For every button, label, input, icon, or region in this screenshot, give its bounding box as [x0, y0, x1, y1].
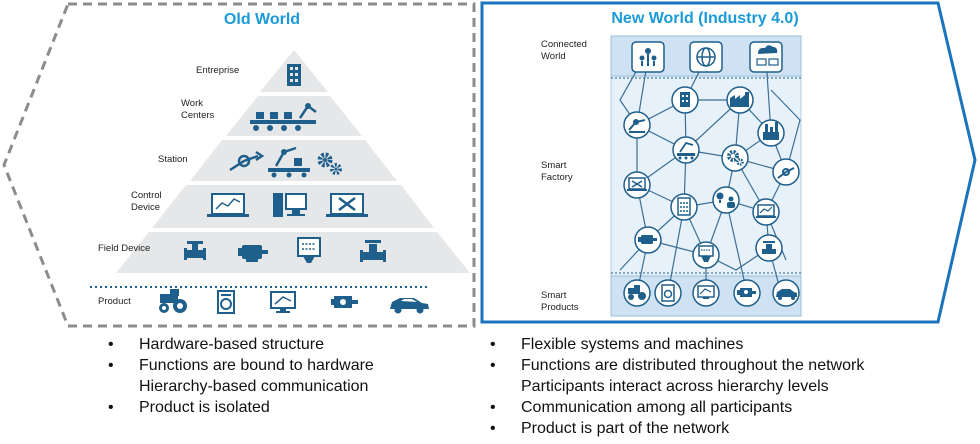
building-icon	[287, 64, 301, 86]
gears-icon	[317, 152, 342, 175]
pyramid	[116, 50, 470, 273]
bullet-marker: •	[108, 336, 114, 353]
motor-icon	[638, 235, 657, 244]
bullet-text: Flexible systems and machines	[521, 336, 744, 353]
pyramid-band-field-device	[116, 232, 470, 273]
factory-icon	[730, 92, 749, 107]
people-network-icon	[639, 48, 657, 66]
network-node-gears	[721, 144, 749, 172]
network-tile-cloud	[749, 41, 783, 73]
calculator-icon	[677, 197, 691, 216]
valve-icon	[184, 241, 206, 260]
engine-icon	[737, 288, 756, 297]
car-icon	[390, 298, 429, 314]
laptop-tools-icon	[326, 193, 368, 217]
connected-world-nodes	[631, 41, 783, 73]
pyramid-band-station	[190, 140, 397, 181]
new-world-bullet-list: • Flexible systems and machines • Function…	[490, 334, 864, 439]
old-world-bullet-list: • Hardware-based structure • Functions are…	[108, 334, 374, 418]
old-world-bullet: • Hardware-based structure	[108, 334, 374, 355]
bullet-text: Functions are bound to hardware	[139, 357, 374, 374]
robot-arm-icon	[229, 150, 265, 172]
washing-machine-icon	[217, 290, 235, 314]
bullet-marker: •	[490, 399, 496, 416]
building-icon	[680, 92, 690, 107]
bullet-marker: •	[490, 357, 496, 374]
new-world-bullet: • Communication among all participants	[490, 397, 864, 418]
monitor-icon	[270, 291, 296, 313]
old-world-bullet: • Product is isolated	[108, 397, 374, 418]
new-world-bullet: • Flexible systems and machines	[490, 334, 864, 355]
old-world-bullet: Hierarchy-based communication	[108, 376, 374, 397]
bullet-text: Communication among all participants	[521, 399, 793, 416]
tractor-icon	[628, 285, 646, 300]
new-world-bullet: • Product is part of the network	[490, 418, 864, 439]
bullet-text: Product is part of the network	[521, 420, 730, 437]
level-label-station: Station	[158, 154, 188, 165]
level-label-product: Product	[98, 296, 131, 307]
motor-icon	[238, 245, 268, 262]
bullet-text: Hardware-based structure	[139, 336, 324, 353]
smart-factory-nodes	[623, 86, 800, 269]
bullet-marker: •	[108, 357, 114, 374]
bullet-marker: •	[490, 420, 496, 437]
old-world-title: Old World	[224, 11, 300, 28]
laptop-chart-icon	[756, 204, 776, 218]
network-link	[725, 157, 768, 214]
assembly-line-icon	[677, 141, 695, 160]
bullet-text: Hierarchy-based communication	[139, 378, 369, 395]
car-icon	[776, 289, 797, 300]
sensor-panel-icon	[698, 245, 714, 262]
gears-icon	[727, 150, 744, 166]
engine-icon	[331, 296, 358, 308]
conveyor-robot-icon	[268, 146, 310, 178]
network-link	[619, 199, 782, 294]
level-label-field-device: Field Device	[98, 243, 150, 254]
level-label-enterprise: Entreprise	[196, 65, 239, 76]
cloud-devices-icon	[756, 45, 779, 66]
network-node-lightbulb-person	[712, 186, 740, 214]
pipe-valve-icon	[360, 240, 386, 262]
bullet-marker: •	[108, 399, 114, 416]
laptop-chart-icon	[207, 193, 249, 217]
tractor-icon	[159, 289, 187, 313]
network-node-robot-arm	[623, 111, 651, 139]
new-world-bullet: Participants interact across hierarchy l…	[490, 376, 864, 397]
old-world-bullet: • Functions are bound to hardware	[108, 355, 374, 376]
pyramid-band-work-centers	[226, 96, 362, 136]
monitor-icon	[697, 285, 715, 299]
old-world-frame	[2, 2, 476, 328]
pipe-valve-icon	[762, 241, 776, 254]
laptop-tools-icon	[627, 177, 647, 191]
lightbulb-person-icon	[716, 192, 735, 208]
plant-icon	[763, 122, 779, 140]
washing-machine-icon	[661, 284, 675, 302]
bullet-marker: •	[490, 336, 496, 353]
globe-icon	[696, 47, 716, 67]
new-world-title: New World (Industry 4.0)	[611, 10, 798, 27]
new-world-frame	[480, 1, 977, 324]
desktop-computer-icon	[273, 193, 307, 217]
new-world-bullet: • Functions are distributed throughout th…	[490, 355, 864, 376]
bullet-text: Functions are distributed throughout the…	[521, 357, 865, 374]
network-node-assembly	[672, 136, 700, 164]
robot-arm-icon	[628, 119, 646, 133]
assembly-line-icon	[250, 103, 317, 131]
bullet-text: Product is isolated	[139, 399, 270, 416]
sensor-panel-icon	[297, 237, 321, 263]
robot-arm-icon	[777, 167, 795, 179]
bullet-text: Participants interact across hierarchy l…	[521, 378, 829, 395]
smart-product-nodes	[623, 279, 800, 307]
